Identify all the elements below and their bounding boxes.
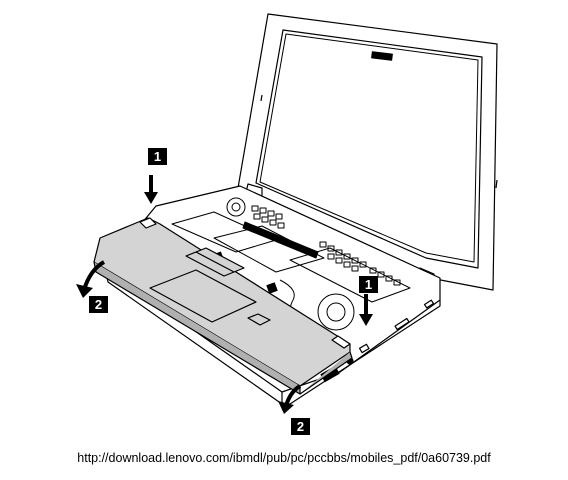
press-down-arrow-left xyxy=(144,175,158,204)
lift-curved-arrow-bottom xyxy=(278,384,302,414)
step-1-label-right: 1 xyxy=(359,276,378,293)
laptop-palmrest-removal-diagram: 1 1 2 2 xyxy=(76,13,498,435)
press-down-arrow-right xyxy=(359,294,373,326)
step-2-label-left: 2 xyxy=(89,296,108,313)
step-1-label-top: 1 xyxy=(148,148,167,165)
step-2-label-bottom: 2 xyxy=(291,418,310,435)
lift-curved-arrow-left xyxy=(76,260,106,298)
laptop-illustration xyxy=(76,13,498,414)
source-url-caption: http://download.lenovo.com/ibmdl/pub/pc/… xyxy=(77,451,491,465)
palm-rest-panel xyxy=(93,217,353,395)
board-chip-row xyxy=(251,205,285,229)
